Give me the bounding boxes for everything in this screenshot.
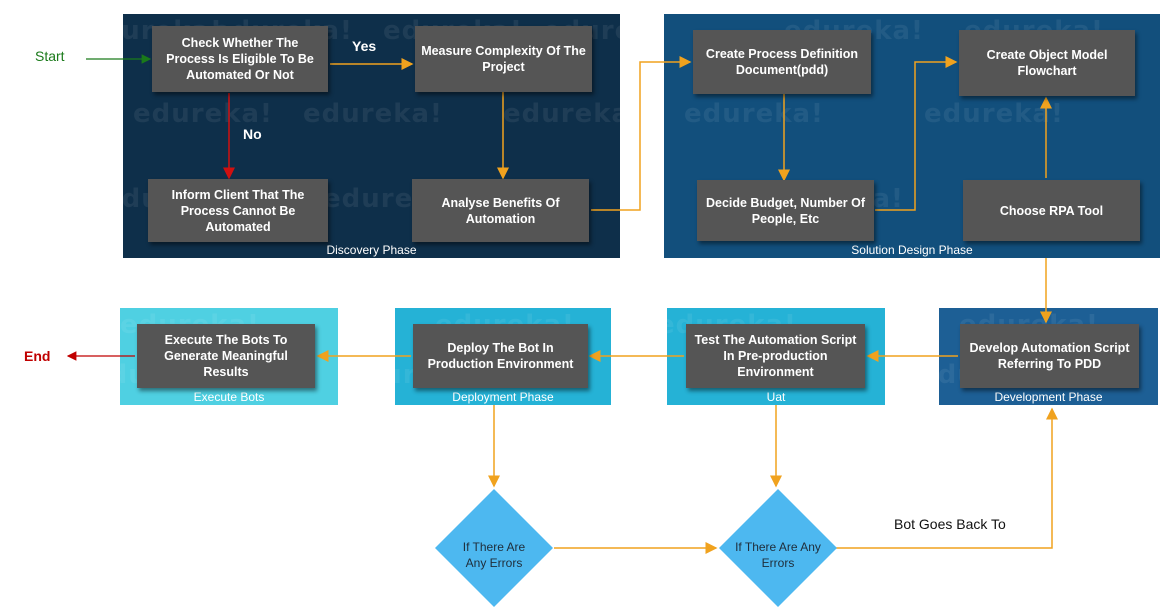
development-phase-label: Development Phase bbox=[994, 390, 1103, 404]
diamond-shape bbox=[435, 489, 553, 607]
watermark: edureka! bbox=[924, 99, 1064, 129]
error-decision-deployment: If There Are Any Errors bbox=[434, 488, 554, 608]
error-decision-uat: If There Are Any Errors bbox=[718, 488, 838, 608]
object-model-step: Create Object Model Flowchart bbox=[959, 30, 1135, 96]
decide-budget-step: Decide Budget, Number Of People, Etc bbox=[697, 180, 874, 241]
decision-text: If There Are Any Errors bbox=[735, 540, 821, 570]
decision-text: If There Are Any Errors bbox=[462, 540, 526, 570]
solution-design-phase-label: Solution Design Phase bbox=[851, 243, 973, 257]
discovery-phase-label: Discovery Phase bbox=[326, 243, 417, 257]
execute-bots-step: Execute The Bots To Generate Meaningful … bbox=[137, 324, 315, 388]
end-label: End bbox=[24, 348, 51, 364]
loop-label: Bot Goes Back To bbox=[894, 516, 1006, 532]
deploy-bot-step: Deploy The Bot In Production Environment bbox=[413, 324, 588, 388]
create-pdd-step: Create Process Definition Document(pdd) bbox=[693, 30, 871, 94]
develop-script-step: Develop Automation Script Referring To P… bbox=[960, 324, 1139, 388]
inform-client-step: Inform Client That The Process Cannot Be… bbox=[148, 179, 328, 242]
watermark: edureka! bbox=[503, 99, 620, 129]
diamond-shape bbox=[719, 489, 837, 607]
analyse-benefits-step: Analyse Benefits Of Automation bbox=[412, 179, 589, 242]
deployment-phase-label: Deployment Phase bbox=[452, 390, 554, 404]
start-label: Start bbox=[35, 48, 65, 64]
no-label: No bbox=[243, 126, 262, 142]
analyse-to-pdd-arrow bbox=[591, 56, 692, 211]
test-automation-step: Test The Automation Script In Pre-produc… bbox=[686, 324, 865, 388]
uat-phase-label: Uat bbox=[766, 390, 786, 404]
yes-label: Yes bbox=[352, 38, 377, 54]
budget-to-object-model-arrow bbox=[875, 56, 958, 211]
watermark: edureka! bbox=[303, 99, 443, 129]
loop-back-arrow bbox=[836, 407, 1058, 549]
execute-bots-label: Execute Bots bbox=[193, 390, 265, 404]
choose-rpa-tool-step: Choose RPA Tool bbox=[963, 180, 1140, 241]
measure-complexity-step: Measure Complexity Of The Project bbox=[415, 26, 592, 92]
watermark: edureka! bbox=[133, 99, 273, 129]
check-eligibility-step: Check Whether The Process Is Eligible To… bbox=[152, 26, 328, 92]
watermark: edureka! bbox=[684, 99, 824, 129]
